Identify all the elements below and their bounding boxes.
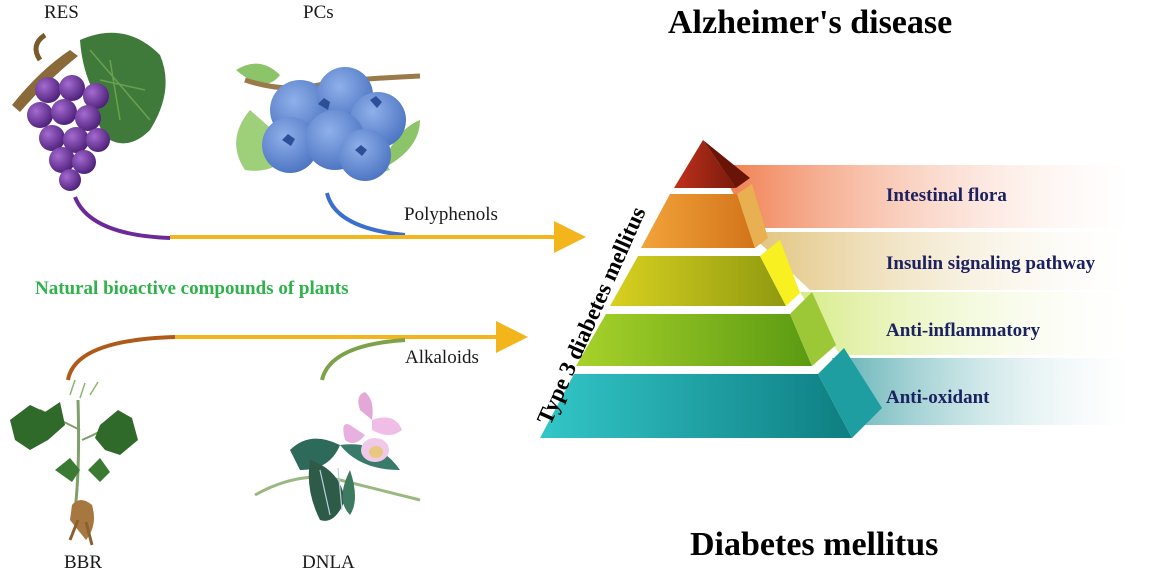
alkaloids-label: Alkaloids bbox=[405, 347, 479, 368]
title-diabetes: Diabetes mellitus bbox=[690, 526, 939, 563]
polyphenols-label: Polyphenols bbox=[404, 204, 498, 225]
coptis-plant-icon bbox=[10, 379, 138, 546]
coptis-label: BBR bbox=[64, 552, 103, 573]
layer-anti-oxidant: Anti-oxidant bbox=[886, 387, 990, 408]
orchid-icon bbox=[254, 392, 421, 521]
pyramid bbox=[540, 140, 882, 438]
layer-anti-inflammatory: Anti-inflammatory bbox=[886, 320, 1041, 341]
grape-icon bbox=[12, 32, 166, 191]
blueberry-label: PCs bbox=[303, 2, 334, 23]
pyramid-bands bbox=[718, 165, 1130, 425]
blueberry-connector bbox=[325, 192, 406, 237]
coptis-connector bbox=[66, 335, 176, 381]
orchid-connector bbox=[320, 338, 406, 381]
layer-insulin-signaling: Insulin signaling pathway bbox=[886, 253, 1096, 274]
blueberry-icon bbox=[236, 63, 421, 181]
layer-intestinal-flora: Intestinal flora bbox=[886, 185, 1007, 206]
orchid-label: DNLA bbox=[302, 552, 355, 573]
grape-label: RES bbox=[44, 2, 79, 23]
title-alzheimers: Alzheimer's disease bbox=[668, 4, 953, 41]
grape-connector bbox=[73, 196, 171, 240]
compounds-label: Natural bioactive compounds of plants bbox=[35, 278, 349, 299]
